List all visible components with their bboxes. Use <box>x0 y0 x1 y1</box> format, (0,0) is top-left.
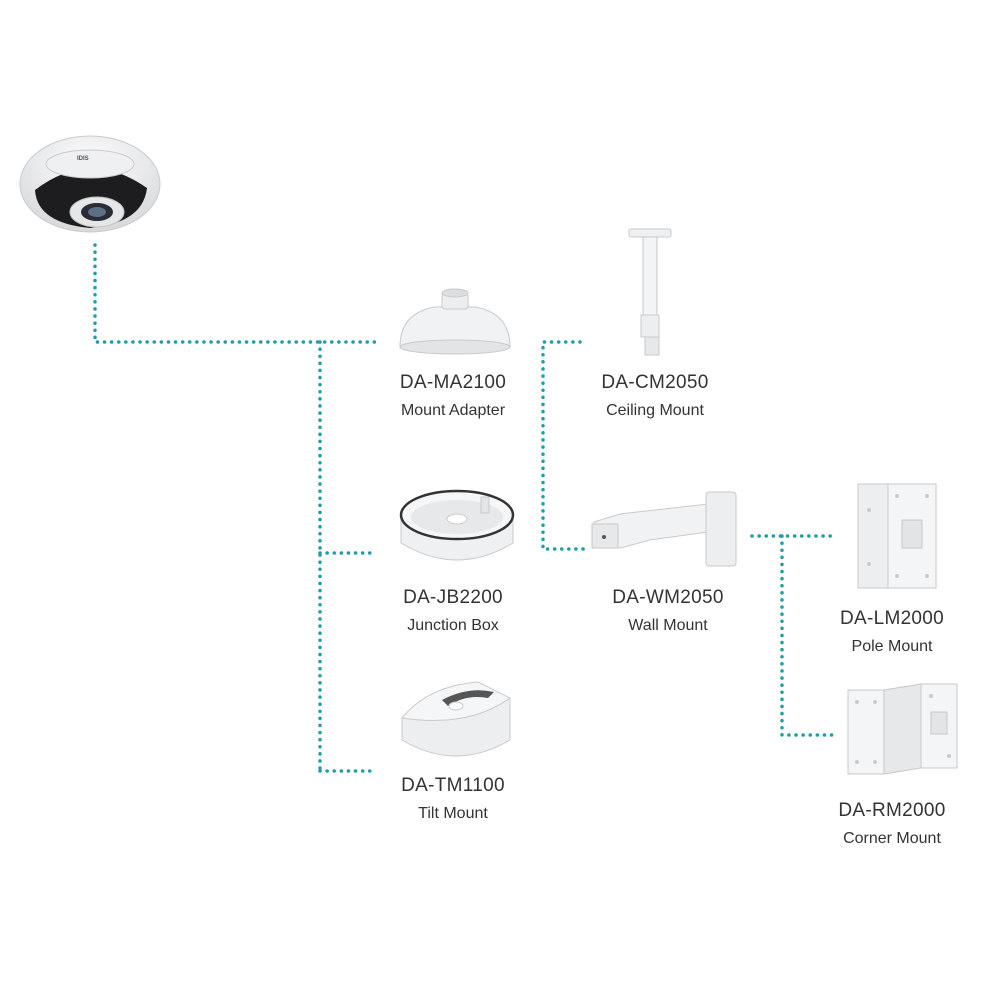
product-name: Wall Mount <box>628 616 708 634</box>
product-label-cm2050: DA-CM2050 Ceiling Mount <box>575 372 735 420</box>
product-name: Mount Adapter <box>400 401 506 419</box>
product-label-tm1100: DA-TM1100 Tilt Mount <box>373 775 533 823</box>
product-name: Corner Mount <box>843 829 941 847</box>
junction-box-image <box>399 489 515 561</box>
product-code: DA-MA2100 <box>399 372 507 393</box>
tilt-mount-image <box>401 681 511 757</box>
product-label-jb2200: DA-JB2200 Junction Box <box>373 587 533 635</box>
product-name: Ceiling Mount <box>606 401 704 419</box>
product-code: DA-JB2200 <box>403 587 503 608</box>
camera-brand-logo: IDIS <box>77 156 89 162</box>
product-name: Tilt Mount <box>418 804 488 822</box>
product-label-lm2000: DA-LM2000 Pole Mount <box>812 608 972 656</box>
product-label-ma2100: DA-MA2100 Mount Adapter <box>373 372 533 420</box>
product-code: DA-CM2050 <box>601 372 709 393</box>
corner-mount-image <box>847 683 958 775</box>
mount-adapter-image <box>399 288 511 355</box>
connector-pole-corner <box>780 534 834 737</box>
connector-ceiling-wall <box>541 340 587 551</box>
fisheye-camera-image: IDIS <box>19 135 161 233</box>
product-code: DA-RM2000 <box>838 800 946 821</box>
product-code: DA-LM2000 <box>839 608 945 629</box>
ceiling-mount-image <box>628 228 672 356</box>
connector-camera <box>93 243 377 344</box>
product-code: DA-TM1100 <box>401 775 505 796</box>
wall-mount-image <box>591 491 737 567</box>
product-code: DA-WM2050 <box>612 587 724 608</box>
product-label-wm2050: DA-WM2050 Wall Mount <box>588 587 748 635</box>
product-label-rm2000: DA-RM2000 Corner Mount <box>812 800 972 848</box>
product-name: Pole Mount <box>851 637 933 655</box>
product-name: Junction Box <box>407 616 499 634</box>
pole-mount-image <box>857 483 937 589</box>
